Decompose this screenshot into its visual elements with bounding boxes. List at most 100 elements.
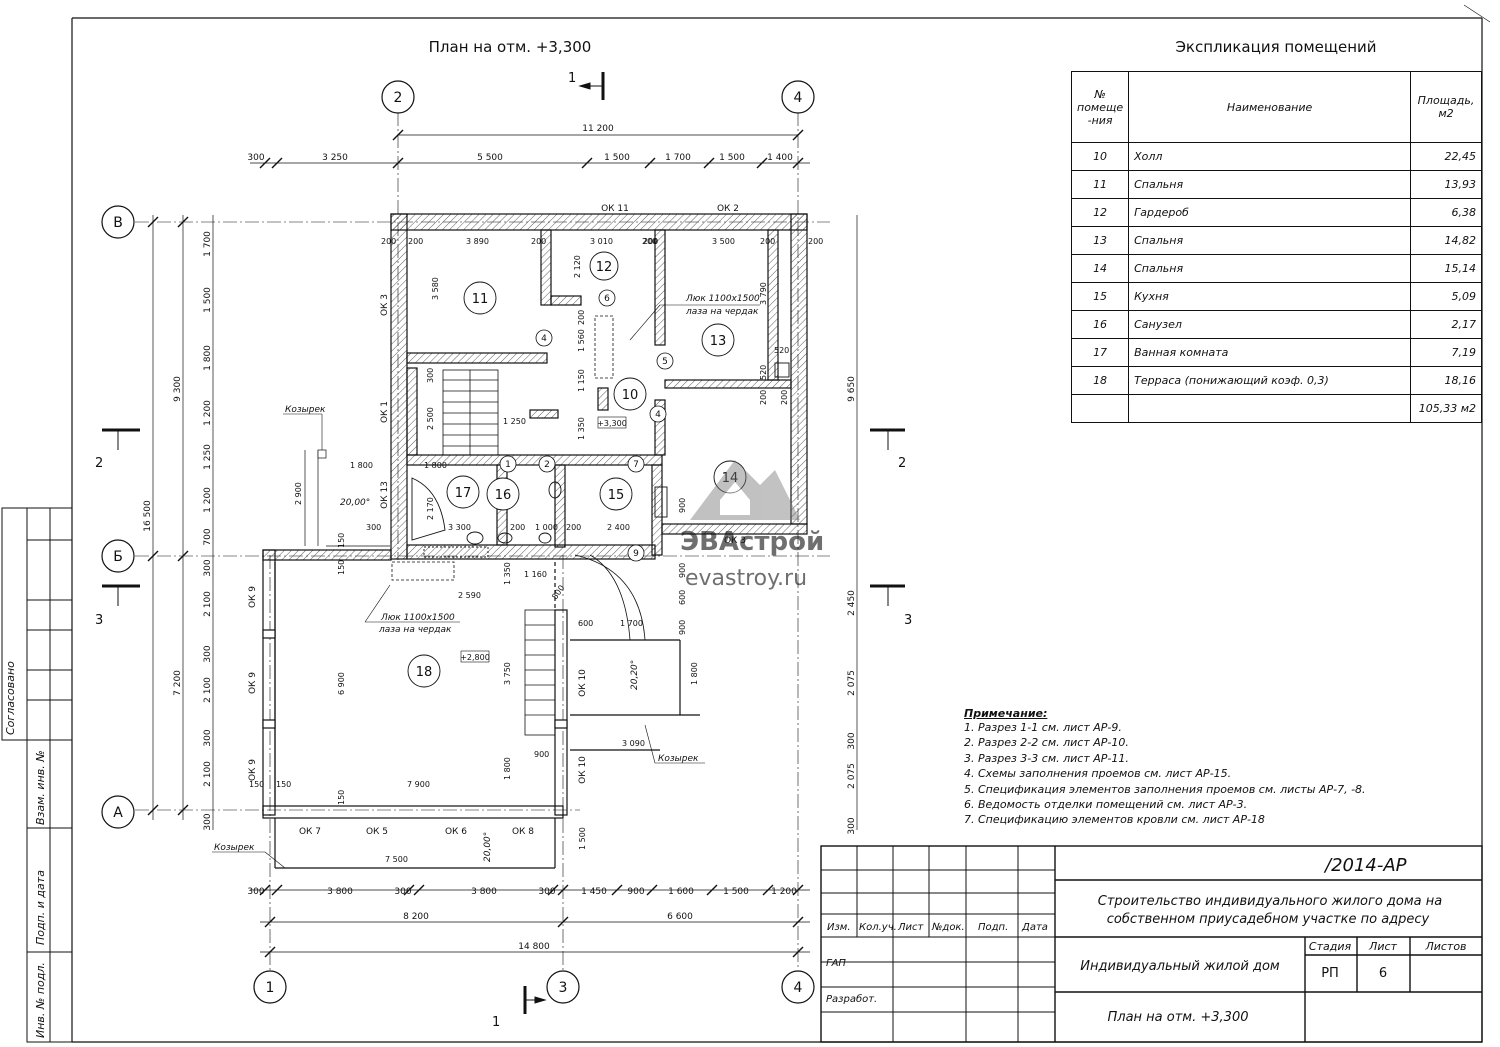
dim-label: 1 250 (203, 444, 213, 470)
door-label: 5 (662, 357, 668, 367)
canopy-note: Козырек (214, 843, 255, 853)
dim-label: 1 500 (719, 153, 745, 163)
stamp-col-sign: Подп. (978, 922, 1008, 933)
watermark-brand: ЭВАстрой (680, 527, 824, 557)
dim-label: 2 075 (847, 670, 857, 696)
stamp-role-dev: Разработ. (826, 993, 877, 1005)
stamp-col-date: Дата (1021, 922, 1048, 933)
explication-header-row: № помеще -ния Наименование Площадь, м2 (1070, 71, 1482, 143)
dim-label: 200 (760, 237, 775, 246)
dim-label: 1 160 (524, 570, 547, 579)
dim-label: 3 500 (712, 237, 735, 246)
dim-label: 2 100 (203, 677, 213, 703)
dim-label: 2 400 (607, 523, 630, 532)
window-label: ОК 5 (366, 827, 388, 837)
dim-label: 5 500 (477, 153, 503, 163)
room-area: 7,19 (1410, 338, 1482, 367)
section-label: 3 (904, 613, 912, 628)
dim-label: 900 (678, 563, 687, 578)
level-label: +2,800 (460, 653, 490, 662)
hatch-note: лаза на чердак (685, 307, 759, 317)
stamp-code: /2014-АР (1323, 855, 1407, 876)
dim-label: 2 590 (458, 591, 481, 600)
side-inv-orig: Инв. № подл. (34, 962, 47, 1038)
room-label: 14 (722, 471, 739, 486)
axis-label: 3 (559, 980, 568, 996)
window-label: ОК 6 (445, 827, 467, 837)
dim-label: 3 800 (327, 887, 353, 897)
window-label: ОК 11 (601, 204, 629, 214)
stamp-sheet-label: Лист (1368, 940, 1397, 953)
dim-label: 200 (759, 390, 768, 405)
dim-label: 7 200 (173, 670, 183, 696)
room-name: Гардероб (1128, 198, 1411, 227)
dim-label: 6 600 (667, 912, 693, 922)
dim-label: 8 200 (403, 912, 429, 922)
dim-label: 200 (577, 310, 586, 325)
dim-label: 800 (550, 583, 566, 601)
room-label: 10 (622, 388, 639, 403)
watermark-url: evastroy.ru (685, 566, 807, 591)
dim-label: 1 560 (577, 329, 586, 352)
empty-cell (1070, 394, 1130, 423)
dim-label: 1 200 (203, 487, 213, 513)
note-item: 2. Разрез 2-2 см. лист АР-10. (964, 736, 1129, 750)
dim-label: 1 800 (690, 662, 699, 685)
dim-label: 900 (678, 498, 687, 513)
dim-label: 300 (394, 887, 411, 897)
dim-label: 3 300 (448, 523, 471, 532)
room-label: 12 (596, 260, 613, 275)
window-label: ОК 3 (380, 294, 390, 316)
room-area: 5,09 (1410, 282, 1482, 311)
leader-line (629, 304, 661, 341)
dim-label: 200 (531, 237, 546, 246)
dim-label: 11 200 (582, 124, 614, 134)
dim-label: 900 (534, 750, 549, 759)
dim-label: 1 600 (668, 887, 694, 897)
stamp-object: Индивидуальный жилой дом (1080, 959, 1280, 974)
note-item: 7. Спецификацию элементов кровли см. лис… (964, 813, 1265, 827)
room-name: Ванная комната (1128, 338, 1411, 367)
stamp-col-koluch: Кол.уч. (859, 922, 897, 933)
stamp-project-line1: Строительство индивидуального жилого дом… (1098, 894, 1442, 909)
dim-label: 3 250 (322, 153, 348, 163)
dim-label: 16 500 (143, 500, 153, 532)
side-stamp (1, 507, 73, 1043)
explication-table: № помеще -ния Наименование Площадь, м2 1… (1070, 71, 1482, 423)
note-item: 1. Разрез 1-1 см. лист АР-9. (964, 721, 1122, 734)
room-name: Спальня (1128, 226, 1411, 255)
dim-label: 200 (808, 237, 823, 246)
section-label: 1 (568, 71, 576, 86)
level-label: +3,300 (597, 419, 627, 428)
dim-label: 1 200 (771, 887, 797, 897)
dim-label: 2 100 (203, 591, 213, 617)
dim-label: 150 (276, 780, 291, 789)
dim-label: 520 (759, 365, 768, 380)
dim-label: 1 350 (577, 417, 586, 440)
dim-label: 200 (408, 237, 423, 246)
hatch-note: лаза на чердак (378, 625, 452, 635)
dim-label: 300 (426, 368, 435, 383)
dim-label: 600 (578, 619, 593, 628)
dim-label: 200 (642, 237, 657, 246)
dim-label: 200 (643, 237, 658, 246)
room-area: 13,93 (1410, 170, 1482, 199)
room-area: 15,14 (1410, 254, 1482, 283)
stamp-role-gap: ГАП (826, 958, 846, 969)
dim-label: 3 750 (503, 662, 512, 685)
window-label: ОК 3 (724, 536, 746, 546)
dim-label: 3 790 (759, 282, 768, 305)
plan-title: План на отм. +3,300 (428, 38, 592, 56)
dim-label: 700 (203, 528, 213, 545)
room-name: Терраса (понижающий коэф. 0,3) (1128, 366, 1411, 395)
dim-label: 2 075 (847, 763, 857, 789)
dim-label: 900 (678, 620, 687, 635)
dim-label: 300 (538, 887, 555, 897)
section-marks (102, 72, 905, 1014)
dim-label: 300 (247, 887, 264, 897)
